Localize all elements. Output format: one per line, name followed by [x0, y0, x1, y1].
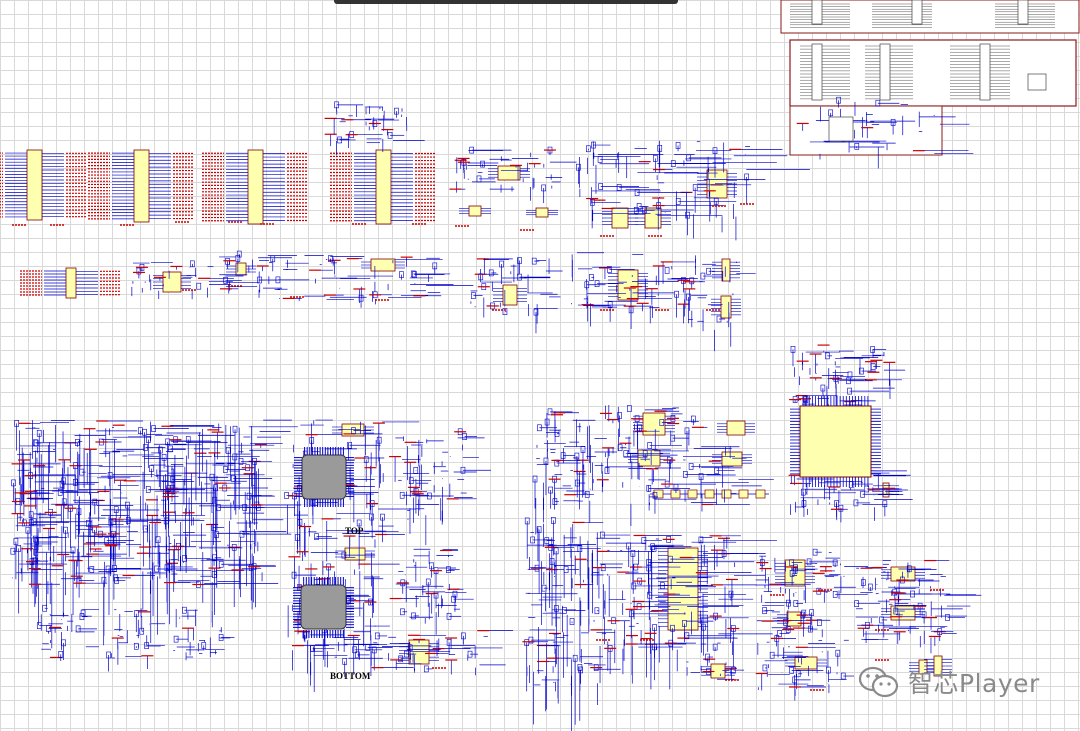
watermark: 智芯Player [858, 664, 1040, 700]
reset-cluster[interactable] [755, 639, 855, 701]
reg-cluster-a[interactable] [219, 250, 326, 302]
ic-block-9[interactable] [361, 258, 405, 272]
ic-block-1[interactable] [488, 165, 530, 181]
bottom-io-cluster[interactable] [371, 630, 514, 676]
bridge-left[interactable] [10, 420, 169, 649]
ic-block-7[interactable] [153, 271, 191, 293]
bus-cluster[interactable] [592, 531, 777, 690]
com-b-cluster[interactable] [854, 600, 971, 654]
ic-block-19[interactable] [775, 559, 815, 587]
connector-j4[interactable] [330, 149, 435, 225]
watermark-text: 智芯Player [908, 669, 1040, 698]
ic-block-3[interactable] [526, 207, 558, 218]
connector-j3[interactable] [202, 149, 307, 225]
mcu-main-ic[interactable] [790, 396, 881, 487]
ic-block-26[interactable] [924, 655, 952, 677]
ic-block-11[interactable] [608, 269, 648, 301]
switch-cluster[interactable] [324, 101, 425, 156]
ldo-cluster[interactable] [449, 146, 577, 204]
ic-block-2[interactable] [459, 205, 491, 217]
input-cluster[interactable] [532, 408, 618, 535]
connector-j5[interactable] [20, 267, 120, 299]
subsheet-group[interactable] [780, 0, 1080, 156]
mcu-power-cluster[interactable] [789, 344, 906, 421]
label-bottom: BOTTOM [330, 671, 371, 681]
ic-block-15[interactable] [717, 420, 755, 436]
wechat-icon [858, 666, 899, 698]
ic-block-12[interactable] [712, 258, 740, 282]
boot-cluster[interactable] [686, 653, 745, 682]
reg-cluster-b[interactable] [309, 255, 474, 308]
qfp-bottom[interactable] [293, 577, 354, 638]
top-side-cluster[interactable] [389, 428, 491, 546]
ic-block-16[interactable] [712, 451, 752, 467]
ic-block-17[interactable] [628, 449, 670, 467]
ic-block-29[interactable] [335, 547, 375, 561]
rs485-cluster[interactable] [571, 252, 698, 329]
ic-block-10[interactable] [493, 284, 527, 306]
bridge-right[interactable] [136, 419, 302, 644]
ic-block-5[interactable] [602, 207, 638, 229]
adc-cluster[interactable] [596, 442, 774, 527]
mcu-bottom-cluster[interactable] [788, 467, 913, 523]
ic-block-8[interactable] [226, 262, 256, 276]
osc-cluster[interactable] [599, 405, 732, 465]
header-cluster[interactable] [683, 255, 756, 352]
resistor-array[interactable] [650, 489, 769, 499]
ic-block-24[interactable] [701, 663, 735, 679]
ic-block-28[interactable] [332, 423, 374, 437]
ic-block-23[interactable] [785, 656, 827, 670]
uart-cluster[interactable] [755, 548, 868, 604]
bottom-side-cluster[interactable] [389, 548, 474, 635]
switch-bank-a[interactable] [36, 604, 99, 661]
driver-cluster[interactable] [131, 260, 234, 300]
ic-block-13[interactable] [711, 295, 741, 319]
qfp-top[interactable] [294, 447, 354, 507]
switch-bank-b[interactable] [106, 608, 166, 672]
label-top: TOP [345, 526, 364, 536]
can-cluster[interactable] [470, 257, 563, 334]
com-a-cluster[interactable] [856, 559, 982, 613]
toolbar-strip[interactable] [334, 0, 678, 4]
sensor-cluster[interactable] [576, 140, 810, 241]
ic-block-6[interactable] [635, 207, 671, 229]
connector-j1[interactable] [0, 149, 86, 221]
led-cluster[interactable] [756, 599, 831, 647]
switch-bank-c[interactable] [173, 606, 235, 661]
left-column-cluster[interactable] [522, 517, 623, 731]
connector-j2[interactable] [88, 149, 193, 223]
